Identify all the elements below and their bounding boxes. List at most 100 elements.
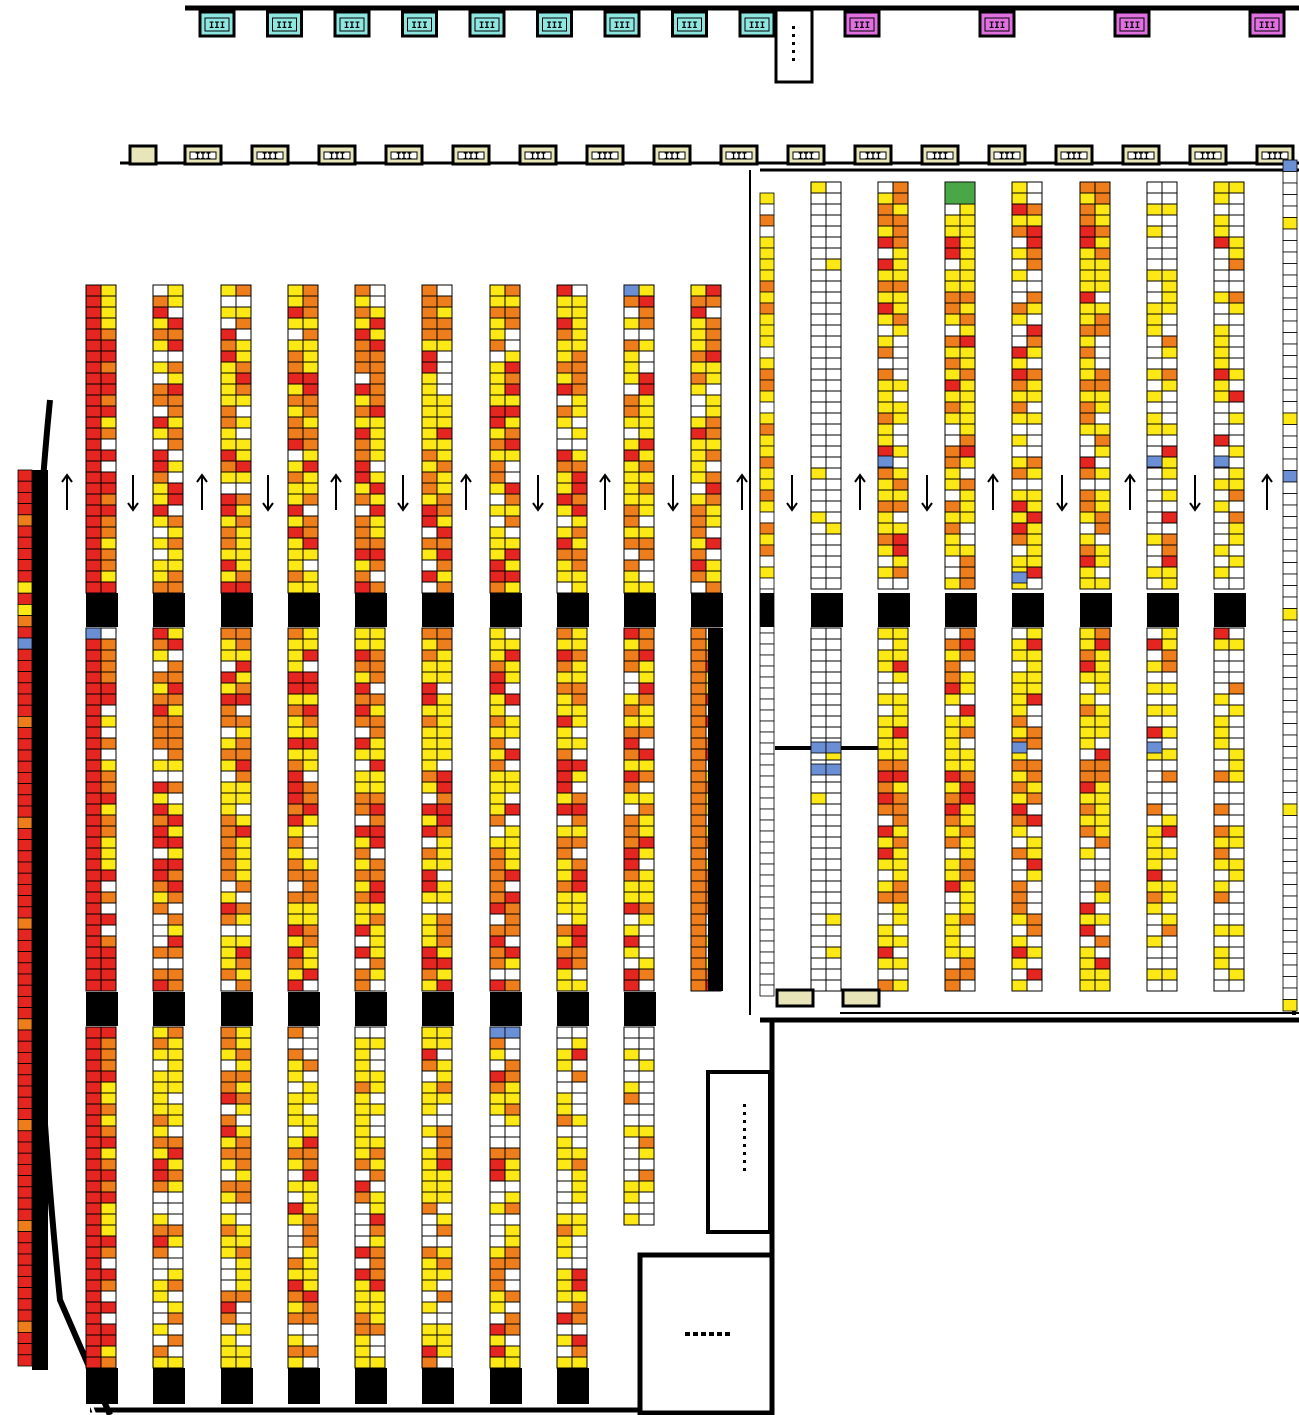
storage-location [638, 891, 655, 904]
storage-location [369, 803, 386, 816]
storage-location [556, 1224, 573, 1237]
storage-location [489, 328, 506, 341]
storage-location [302, 715, 319, 728]
storage-location [489, 493, 506, 506]
cross-aisle-block [1012, 593, 1044, 627]
storage-location [287, 814, 304, 827]
staging-dock-inner [926, 151, 954, 160]
storage-location [1094, 269, 1111, 282]
storage-location [100, 704, 117, 717]
storage-location [85, 1257, 102, 1270]
storage-location [759, 346, 775, 359]
storage-location [1213, 814, 1230, 827]
cross-aisle-block [355, 1368, 387, 1404]
up-arrow-icon [987, 473, 999, 510]
storage-location [167, 935, 184, 948]
storage-location [504, 383, 521, 396]
storage-location [152, 405, 169, 418]
storage-location [959, 660, 976, 673]
storage-location [638, 438, 655, 451]
storage-location [1161, 379, 1178, 392]
storage-location [623, 1092, 640, 1105]
storage-location [1282, 470, 1298, 483]
storage-location [100, 869, 117, 882]
storage-location [302, 328, 319, 341]
storage-location [85, 814, 102, 827]
storage-location [369, 968, 386, 981]
staging-dock-label: III [396, 152, 412, 162]
storage-location [504, 946, 521, 959]
storage-location [638, 748, 655, 761]
storage-location [1079, 858, 1096, 871]
storage-location [1094, 434, 1111, 447]
storage-location [504, 1246, 521, 1259]
storage-location [354, 1169, 371, 1182]
storage-location [302, 836, 319, 849]
storage-location [302, 1246, 319, 1259]
storage-location [369, 1213, 386, 1226]
storage-location [1161, 478, 1178, 491]
storage-location [1026, 445, 1043, 458]
storage-location [1228, 880, 1245, 893]
storage-location [1079, 869, 1096, 882]
storage-location [302, 1114, 319, 1127]
storage-location [421, 394, 438, 407]
storage-location [354, 1147, 371, 1160]
storage-location [489, 515, 506, 528]
storage-location [436, 427, 453, 440]
storage-location [152, 759, 169, 772]
storage-location [1213, 759, 1230, 772]
storage-location [489, 924, 506, 937]
storage-location [892, 434, 909, 447]
staging-dock-inner [859, 151, 887, 160]
up-arrow-icon [61, 473, 73, 510]
storage-location [1228, 891, 1245, 904]
storage-location [436, 1334, 453, 1347]
storage-location [287, 405, 304, 418]
storage-location [959, 814, 976, 827]
storage-location [504, 649, 521, 662]
storage-location [421, 1257, 438, 1270]
storage-location [571, 1235, 588, 1248]
storage-location [287, 726, 304, 739]
rack-column [1213, 181, 1245, 590]
storage-location [369, 581, 386, 594]
cyan-dock-label: III [209, 21, 225, 31]
storage-location [504, 1290, 521, 1303]
storage-location [825, 346, 842, 359]
storage-location [17, 503, 33, 516]
storage-location [1282, 734, 1298, 747]
storage-location [504, 924, 521, 937]
staging-dock-label: III [1133, 152, 1149, 162]
storage-location [1026, 858, 1043, 871]
storage-location [421, 858, 438, 871]
storage-location [877, 924, 894, 937]
storage-location [825, 247, 842, 260]
storage-location [220, 979, 237, 992]
storage-location [877, 704, 894, 717]
storage-location [1079, 258, 1096, 271]
storage-location [421, 869, 438, 882]
storage-location [623, 671, 640, 684]
storage-location [556, 880, 573, 893]
storage-location [1079, 638, 1096, 651]
storage-location [571, 693, 588, 706]
down-arrow-icon [921, 475, 933, 512]
storage-location [85, 880, 102, 893]
storage-location [810, 511, 827, 524]
storage-location [1282, 757, 1298, 770]
storage-location [1161, 748, 1178, 761]
storage-location [1213, 192, 1230, 205]
storage-location [152, 1169, 169, 1182]
storage-location [17, 1018, 33, 1031]
storage-location [421, 438, 438, 451]
storage-location [959, 478, 976, 491]
storage-location [235, 660, 252, 673]
storage-location [504, 295, 521, 308]
storage-location [810, 236, 827, 249]
storage-location [1079, 346, 1096, 359]
storage-location [1011, 434, 1028, 447]
storage-location [354, 737, 371, 750]
storage-location [369, 295, 386, 308]
storage-location [944, 693, 961, 706]
